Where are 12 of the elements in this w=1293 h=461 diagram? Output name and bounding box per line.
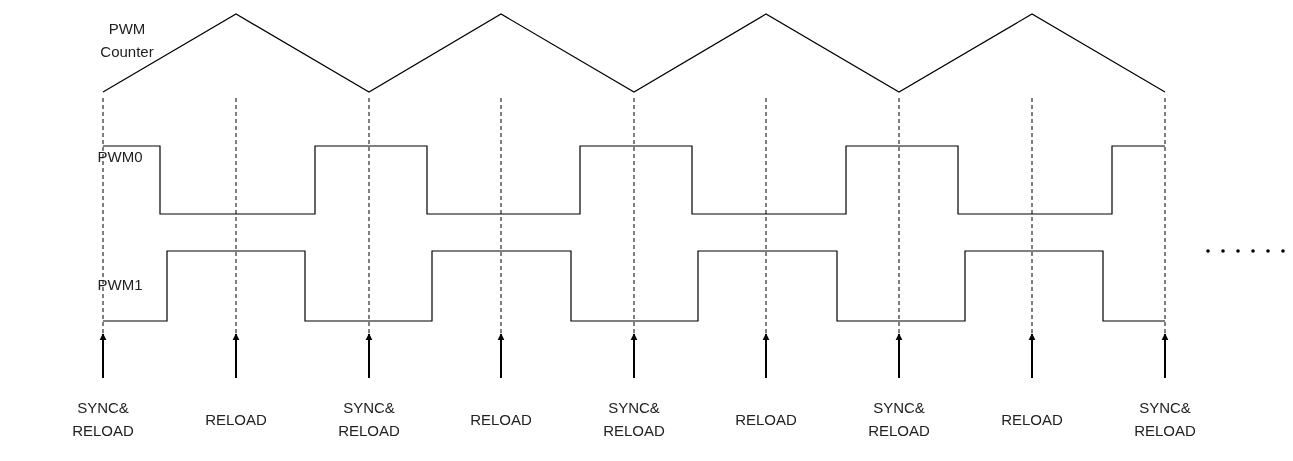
event-label: SYNC& RELOAD (1133, 398, 1197, 441)
event-label: RELOAD (1000, 410, 1064, 430)
event-label: SYNC& RELOAD (867, 398, 931, 441)
event-label: RELOAD (734, 410, 798, 430)
event-label: SYNC& RELOAD (337, 398, 401, 441)
signal-label: PWM1 (97, 275, 143, 295)
event-label: RELOAD (469, 410, 533, 430)
signal-label: PWM Counter (99, 19, 155, 62)
event-label: SYNC& RELOAD (602, 398, 666, 441)
event-label: SYNC& RELOAD (71, 398, 135, 441)
event-label: RELOAD (204, 410, 268, 430)
signal-label: PWM0 (97, 147, 143, 167)
